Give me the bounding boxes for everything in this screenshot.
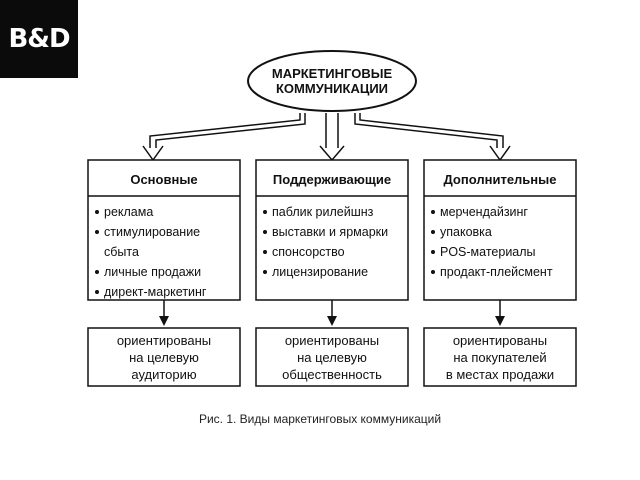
category-box-additional: [423, 159, 577, 301]
connector-arrows: [142, 113, 511, 162]
list-item: лицензирование: [262, 262, 406, 282]
target-box-basic: [87, 327, 241, 387]
down-arrows: [159, 300, 505, 326]
target-line: в местах продажи: [445, 366, 555, 382]
category-boxes: [87, 159, 577, 301]
category-box-basic: [87, 159, 241, 301]
list-item: личные продажи: [94, 262, 238, 282]
root-label-line1: МАРКЕТИНГОВЫЕ: [271, 66, 393, 81]
list-item: стимулирование: [94, 222, 238, 242]
target-line: ориентированы: [452, 332, 548, 348]
target-text-additional: ориентированы на покупателей в местах пр…: [424, 329, 576, 385]
figure-caption: Рис. 1. Виды маркетинговых коммуникаций: [198, 412, 442, 426]
list-item: выставки и ярмарки: [262, 222, 406, 242]
root-label: МАРКЕТИНГОВЫЕ КОММУНИКАЦИИ: [250, 56, 414, 106]
list-item: POS-материалы: [430, 242, 574, 262]
category-list-basic: реклама стимулирование сбыта личные прод…: [94, 202, 238, 302]
root-ellipse: [247, 50, 417, 112]
category-list-supporting: паблик рилейшнз выставки и ярмарки спонс…: [262, 202, 406, 282]
target-text-basic: ориентированы на целевую аудиторию: [88, 329, 240, 385]
list-item: спонсорство: [262, 242, 406, 262]
target-box-supporting: [255, 327, 409, 387]
target-line: ориентированы: [116, 332, 212, 348]
brand-logo: B&D: [0, 0, 78, 78]
target-text-supporting: ориентированы на целевую общественность: [256, 329, 408, 385]
target-boxes: [87, 327, 577, 387]
target-line: на целевую: [129, 349, 199, 365]
target-line: общественность: [282, 366, 382, 382]
list-item: паблик рилейшнз: [262, 202, 406, 222]
list-item: мерчендайзинг: [430, 202, 574, 222]
list-item: упаковка: [430, 222, 574, 242]
category-title-basic: Основные: [130, 171, 198, 187]
target-line: аудиторию: [131, 366, 197, 382]
list-item: реклама: [94, 202, 238, 222]
target-line: ориентированы: [284, 332, 380, 348]
root-label-line2: КОММУНИКАЦИИ: [275, 81, 389, 96]
category-title-additional: Дополнительные: [443, 171, 557, 187]
list-item: директ-маркетинг: [94, 282, 238, 302]
target-line: на покупателей: [453, 349, 547, 365]
target-box-additional: [423, 327, 577, 387]
brand-logo-text: B&D: [8, 24, 70, 54]
category-list-additional: мерчендайзинг упаковка POS-материалы про…: [430, 202, 574, 282]
list-item-continuation: сбыта: [104, 245, 139, 259]
list-item: продакт-плейсмент: [430, 262, 574, 282]
category-box-supporting: [255, 159, 409, 301]
target-line: на целевую: [297, 349, 367, 365]
category-title-supporting: Поддерживающие: [272, 171, 392, 187]
